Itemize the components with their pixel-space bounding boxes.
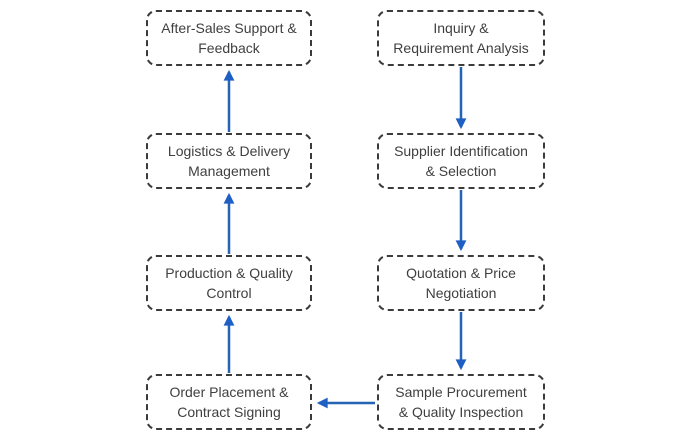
node-label: Quotation & Price Negotiation — [406, 264, 516, 301]
node-inquiry-requirement: Inquiry & Requirement Analysis — [377, 10, 545, 66]
node-sample-procurement: Sample Procurement & Quality Inspection — [377, 374, 545, 430]
node-production-quality: Production & Quality Control — [146, 255, 312, 311]
node-label: Logistics & Delivery Management — [167, 142, 291, 179]
node-supplier-identification: Supplier Identification & Selection — [377, 133, 545, 189]
node-label: Production & Quality Control — [165, 264, 293, 301]
node-order-placement: Order Placement & Contract Signing — [146, 374, 312, 430]
node-label: Order Placement & Contract Signing — [169, 383, 289, 420]
node-after-sales-support: After-Sales Support & Feedback — [146, 10, 312, 66]
node-label: Inquiry & Requirement Analysis — [393, 19, 529, 56]
node-quotation-price: Quotation & Price Negotiation — [377, 255, 545, 311]
node-label: After-Sales Support & Feedback — [161, 19, 297, 56]
node-label: Supplier Identification & Selection — [394, 142, 528, 179]
node-label: Sample Procurement & Quality Inspection — [395, 383, 527, 420]
node-logistics-delivery: Logistics & Delivery Management — [146, 133, 312, 189]
